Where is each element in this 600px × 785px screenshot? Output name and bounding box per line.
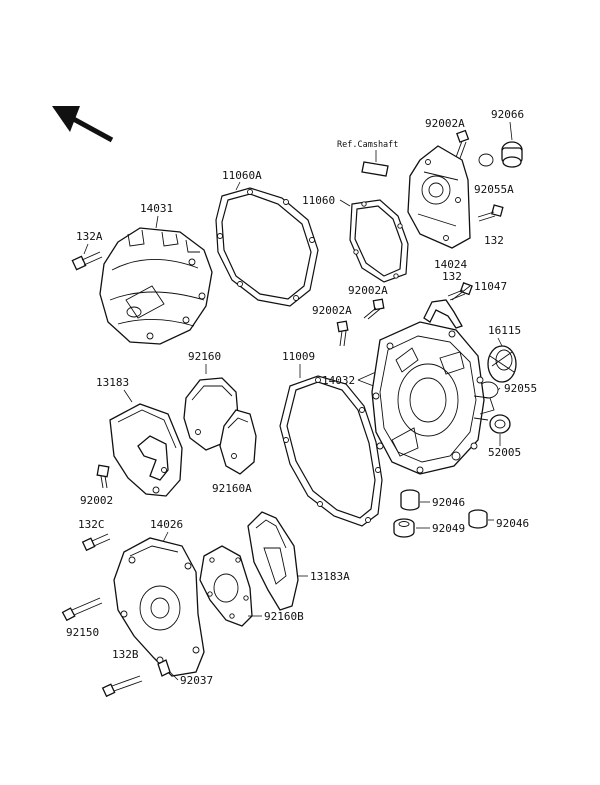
label-11060A: 11060A — [222, 169, 262, 182]
label-13183A: 13183A — [310, 570, 350, 583]
label-92160B: 92160B — [264, 610, 304, 623]
label-132A: 132A — [76, 230, 103, 243]
camshaft-cap-part — [361, 161, 389, 177]
bolt-92002A-left — [336, 320, 349, 347]
label-92002A-left: 92002A — [312, 304, 352, 317]
bolt-92002A-top — [454, 129, 470, 162]
label-92046-b: 92046 — [496, 517, 529, 530]
oring-92055A-part — [478, 153, 494, 167]
sensor-92066-part — [501, 141, 523, 168]
plate-13183A-part — [247, 511, 299, 611]
label-132B: 132B — [112, 648, 139, 661]
plate-13183-part — [109, 403, 183, 497]
dowel-92046-b-part — [468, 509, 488, 529]
seal-52005-part — [489, 414, 511, 434]
arrow-up-left-icon — [52, 106, 114, 143]
bracket-11047-part — [423, 299, 463, 329]
plug-16115-part — [487, 345, 517, 383]
label-92037: 92037 — [180, 674, 213, 687]
label-132-top: 132 — [484, 234, 504, 247]
label-92066: 92066 — [491, 108, 524, 121]
label-92055: 92055 — [504, 382, 537, 395]
label-11047: 11047 — [474, 280, 507, 293]
gasket-11009-part — [279, 375, 383, 527]
gasket-92160B-part — [199, 545, 253, 627]
label-52005: 52005 — [488, 446, 521, 459]
bolt-132B-part — [101, 675, 143, 698]
gasket-11060A-part — [215, 187, 319, 307]
label-92002A-top: 92002A — [425, 117, 465, 130]
label-92002A-mid: 92002A — [348, 284, 388, 297]
bolt-92150-part — [61, 597, 103, 622]
label-92002: 92002 — [80, 494, 113, 507]
clutch-cover-14032-part — [371, 321, 495, 475]
label-92160A: 92160A — [212, 482, 252, 495]
label-11060: 11060 — [302, 194, 335, 207]
bolt-132-top — [477, 204, 504, 222]
gasket-11060-part — [349, 199, 409, 283]
label-14026: 14026 — [150, 518, 183, 531]
dowel-92046-a-part — [400, 489, 420, 511]
label-92049: 92049 — [432, 522, 465, 535]
label-92055A: 92055A — [474, 183, 514, 196]
label-92150: 92150 — [66, 626, 99, 639]
bolt-92002A-mid — [363, 298, 385, 320]
reference-note: Ref.Camshaft — [337, 140, 398, 150]
label-14024: 14024 — [434, 258, 467, 271]
bolt-132C-part — [81, 533, 111, 552]
bolt-132A — [71, 251, 103, 271]
collar-92049-part — [393, 518, 415, 538]
label-13183: 13183 — [96, 376, 129, 389]
sprocket-cover-14026-part — [113, 537, 205, 677]
generator-cover-14031-part — [99, 227, 213, 345]
label-132C: 132C — [78, 518, 105, 531]
label-11009: 11009 — [282, 350, 315, 363]
label-14032: 14032 — [322, 374, 355, 387]
label-92046-a: 92046 — [432, 496, 465, 509]
label-16115: 16115 — [488, 324, 521, 337]
bolt-92002-part — [96, 464, 110, 489]
bolt-132-mid — [447, 282, 473, 301]
label-132-mid: 132 — [442, 270, 462, 283]
label-14031: 14031 — [140, 202, 173, 215]
pickup-cover-14024-part — [407, 145, 471, 249]
cover-plate-92160A-part — [219, 409, 257, 475]
label-92160: 92160 — [188, 350, 221, 363]
